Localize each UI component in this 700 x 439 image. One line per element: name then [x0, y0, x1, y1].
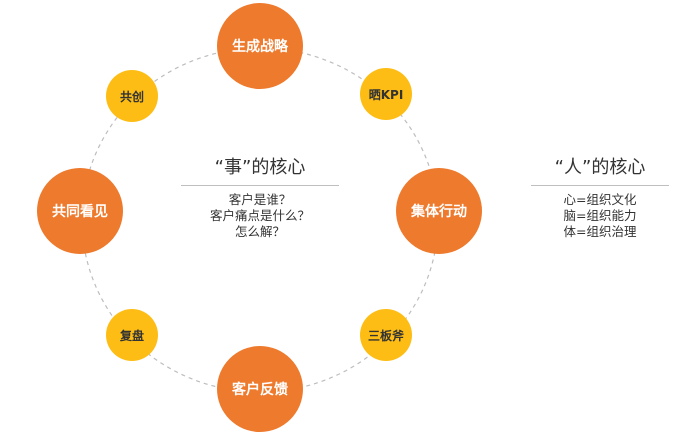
- center-panel-line: 怎么解？: [234, 224, 285, 239]
- node-generate-strategy: 生成战略: [217, 3, 303, 89]
- right-panel-line: 体=组织治理: [563, 224, 637, 239]
- center-panel-line: 客户痛点是什么？: [209, 208, 310, 223]
- node-customer-feedback: 客户反馈: [217, 346, 303, 432]
- right-panel-line: 心=组织文化: [563, 192, 637, 207]
- node-shared-vision: 共同看见: [37, 168, 123, 254]
- node-label: 客户反馈: [232, 382, 288, 398]
- right-panel-title: “人”的核心: [554, 157, 646, 178]
- right-panel-line: 脑=组织能力: [563, 208, 637, 223]
- center-panel-line: 客户是谁？: [228, 192, 292, 207]
- node-three-axes: 三板斧: [360, 309, 412, 361]
- center-panel-title: “事”的核心: [214, 157, 306, 178]
- node-label: 三板斧: [367, 328, 404, 343]
- node-label: 晒KPI: [368, 87, 404, 102]
- node-label: 共创: [119, 89, 144, 104]
- center-panel: “事”的核心 客户是谁？ 客户痛点是什么？ 怎么解？: [180, 153, 340, 240]
- node-label: 复盘: [119, 328, 144, 343]
- node-collective-action: 集体行动: [396, 168, 482, 254]
- center-panel-divider: [181, 185, 339, 186]
- right-panel: “人”的核心 心=组织文化 脑=组织能力 体=组织治理: [530, 153, 670, 240]
- node-label: 生成战略: [232, 39, 288, 55]
- node-review: 复盘: [106, 309, 158, 361]
- node-share-kpi: 晒KPI: [360, 68, 412, 120]
- node-label: 集体行动: [411, 204, 467, 220]
- right-panel-divider: [531, 185, 669, 186]
- node-co-create: 共创: [106, 70, 158, 122]
- node-label: 共同看见: [52, 204, 108, 220]
